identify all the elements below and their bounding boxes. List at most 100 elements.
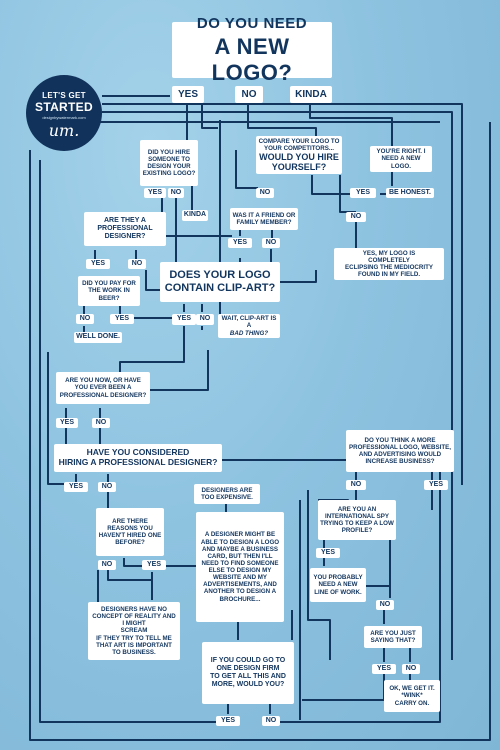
label: NO (95, 418, 107, 426)
label: YOU'RE RIGHT. I NEED A NEW LOGO. (376, 148, 426, 170)
label: YES, MY LOGO IS (362, 249, 416, 257)
label: NO (379, 600, 391, 608)
answer-yes: YES (56, 418, 78, 428)
label-emphasis: ONE DESIGN FIRM (216, 664, 280, 672)
label: DESIGNERS ARE TOO EXPENSIVE. (201, 486, 253, 501)
label: TO GET ALL THIS AND MORE, WOULD YOU? (210, 673, 286, 689)
connector-line (119, 326, 185, 372)
question-hire-someone: DID YOU HIRE SOMEONE TO DESIGN YOUR EXIS… (140, 140, 198, 186)
question-compare: COMPARE YOUR LOGO TO YOUR COMPETITORS...… (256, 136, 342, 174)
label: HIRING A (58, 457, 97, 467)
label: NO (265, 716, 277, 724)
title-line-2: A NEW LOGO? (211, 34, 293, 85)
label: BE HONEST. (388, 188, 431, 196)
question-professional: ARE THEY A PROFESSIONAL DESIGNER? (84, 212, 166, 246)
answer-yes-top: YES (172, 86, 204, 103)
label: NO (170, 188, 182, 196)
question-friend: WAS IT A FRIEND OR FAMILY MEMBER? (230, 208, 298, 230)
question-clipart: DOES YOUR LOGO CONTAIN CLIP-ART? (160, 262, 280, 302)
label: NO (265, 238, 277, 246)
label: CARRY ON. (394, 699, 430, 707)
label: ARE YOU AN (337, 505, 377, 513)
label-emphasis: PROFESSIONAL DESIGNER (98, 457, 213, 467)
label: ARE YOU NOW, OR HAVE YOU EVER BEEN A PRO… (59, 377, 147, 399)
answer-yes: YES (144, 188, 166, 198)
box-wink: OK, WE GET IT. *WINK* CARRY ON. (384, 680, 440, 712)
connector-line (107, 570, 152, 581)
label: YES (59, 418, 74, 426)
label-emphasis: INTERNATIONAL SPY (324, 512, 390, 520)
answer-yes: YES (86, 259, 110, 269)
answer-no: NO (402, 664, 420, 674)
label-emphasis: CLIP-ART? (217, 282, 276, 294)
box-new-line: YOU PROBABLY NEED A NEW LINE OF WORK. (310, 568, 366, 602)
question-considered: HAVE YOU CONSIDERED HIRING A PROFESSIONA… (54, 444, 222, 472)
answer-no: NO (168, 188, 184, 198)
connector-line (39, 160, 216, 723)
connector-line (201, 104, 218, 129)
label: YES (176, 315, 191, 323)
connector-line (302, 674, 385, 701)
label: NO (259, 188, 271, 196)
answer-yes: YES (316, 548, 340, 558)
answer-no: NO (262, 716, 280, 726)
label-emphasis: SCREAM (120, 627, 148, 635)
label: NO (101, 482, 113, 490)
label: HAVE YOU CONSIDERED (86, 447, 190, 458)
label: NO (350, 480, 362, 488)
connector-line (102, 103, 463, 485)
answer-yes: YES (350, 188, 376, 198)
start-credit: designbywatermark.com (42, 114, 86, 120)
label: YOU PROBABLY NEED A NEW LINE OF WORK. (313, 574, 363, 596)
answer-no-top: NO (235, 86, 263, 103)
label: NO (101, 560, 113, 568)
label: YES (177, 88, 198, 100)
label: YES (146, 560, 161, 568)
answer-no: NO (196, 314, 214, 325)
label: ARE YOU JUST SAYING THAT? (370, 629, 416, 644)
answer-yes: YES (424, 480, 448, 490)
answer-yes: YES (64, 482, 88, 492)
label: NO (350, 212, 362, 220)
answer-no: NO (376, 600, 394, 610)
connector-line (247, 104, 317, 136)
answer-yes: YES (228, 238, 252, 248)
label: ? (430, 458, 435, 466)
label: ARE THEY A PROFESSIONAL DESIGNER? (97, 216, 153, 241)
label: A DESIGNER MIGHT BE ABLE TO DESIGN A LOG… (200, 531, 280, 603)
label: YES (232, 238, 247, 246)
title-line-1: DO YOU NEED (196, 15, 308, 33)
connector-line (311, 175, 350, 195)
question-reasons: ARE THERE REASONS YOU HAVEN'T HIRED ONE … (96, 508, 164, 556)
label-emphasis: COMPLETELY (368, 256, 410, 264)
start-mark: um. (48, 120, 80, 140)
label: WAS IT A FRIEND OR FAMILY MEMBER? (232, 211, 296, 226)
question-beer: DID YOU PAY FOR THE WORK IN BEER? (78, 276, 140, 306)
connector-line (235, 150, 258, 189)
answer-no: NO (346, 212, 366, 222)
label: YES (147, 188, 162, 196)
box-wait-clipart: WAIT, CLIP-ART IS A BAD THING? (218, 314, 280, 338)
answer-kinda: KINDA (182, 210, 208, 221)
label: DID YOU PAY FOR THE WORK IN BEER? (82, 280, 136, 302)
box-youre-right: YOU'RE RIGHT. I NEED A NEW LOGO. (370, 146, 432, 172)
connector-line (150, 350, 209, 391)
answer-no: NO (76, 314, 94, 324)
label: ECLIPSING THE MEDIOCRITY FOUND IN MY FIE… (344, 264, 433, 279)
label: NO (405, 664, 417, 672)
label: COMPARE YOUR LOGO TO YOUR COMPETITORS... (258, 137, 340, 152)
label: YES (90, 259, 105, 267)
answer-yes: YES (110, 314, 134, 324)
connector-line (309, 104, 393, 146)
label: YES (114, 314, 129, 322)
label: NO (199, 315, 211, 323)
label: KINDA (295, 88, 327, 100)
answer-no: NO (98, 560, 116, 570)
start-line-2: STARTED (35, 99, 93, 114)
label: OK, WE GET IT. (389, 685, 435, 693)
label: NO (79, 314, 91, 322)
label: DO YOU THINK A MORE PROFESSIONAL LOGO, W… (349, 436, 451, 458)
connector-line (102, 111, 453, 660)
answer-yes: YES (216, 716, 240, 726)
connector-line (47, 352, 64, 485)
